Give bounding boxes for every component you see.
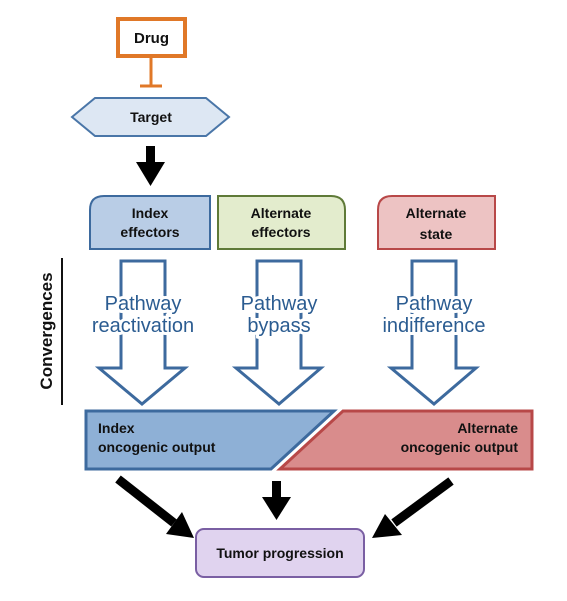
pathway-indifference-arrow — [386, 259, 481, 406]
drug-label: Drug — [134, 30, 169, 47]
index-effectors-line1: Index — [132, 205, 169, 221]
pathway-reactivation-label: Pathway reactivation — [89, 290, 197, 340]
alternate-effectors-line2: effectors — [251, 224, 310, 240]
alternate-effectors-line1: Alternate — [251, 205, 312, 221]
pathway-bypass-line2: bypass — [247, 315, 310, 337]
index-effectors-node: Index effectors — [89, 195, 211, 250]
right-to-tumor-arrow — [372, 477, 454, 538]
pathway-bypass-line1: Pathway — [241, 293, 318, 315]
target-to-effectors-arrow — [136, 146, 165, 186]
drug-node: Drug — [116, 17, 187, 58]
pathway-reactivation-line2: reactivation — [92, 315, 194, 337]
pathway-reactivation-line1: Pathway — [105, 293, 182, 315]
target-label: Target — [130, 109, 172, 125]
alternate-state-line2: state — [420, 226, 453, 242]
target-node: Target — [70, 97, 231, 137]
index-effectors-line2: effectors — [120, 224, 179, 240]
pathway-indifference-line2: indifference — [382, 315, 485, 337]
alternate-state-line1: Alternate — [406, 205, 467, 221]
left-to-tumor-arrow — [115, 475, 194, 538]
convergences-label: Convergences — [37, 272, 56, 389]
index-output-node: Index oncogenic output — [84, 409, 338, 471]
pathway-indifference-label: Pathway indifference — [379, 290, 488, 340]
convergences-label-group: Convergences — [37, 258, 63, 405]
alternate-effectors-node: Alternate effectors — [217, 195, 346, 250]
tumor-progression-label: Tumor progression — [216, 545, 343, 561]
pathway-reactivation-arrow — [94, 259, 190, 406]
tumor-progression-node: Tumor progression — [195, 528, 365, 578]
center-to-tumor-arrow — [262, 481, 291, 520]
pathway-bypass-label: Pathway bypass — [238, 290, 321, 340]
inhibition-connector — [140, 58, 162, 88]
pathway-bypass-arrow — [231, 259, 326, 406]
index-output-line1: Index — [98, 420, 135, 436]
alternate-output-node: Alternate oncogenic output — [276, 409, 534, 471]
alternate-state-node: Alternate state — [377, 195, 496, 250]
alternate-output-line2: oncogenic output — [401, 439, 519, 455]
alternate-output-line1: Alternate — [457, 420, 518, 436]
index-output-line2: oncogenic output — [98, 439, 216, 455]
pathway-indifference-line1: Pathway — [396, 293, 473, 315]
